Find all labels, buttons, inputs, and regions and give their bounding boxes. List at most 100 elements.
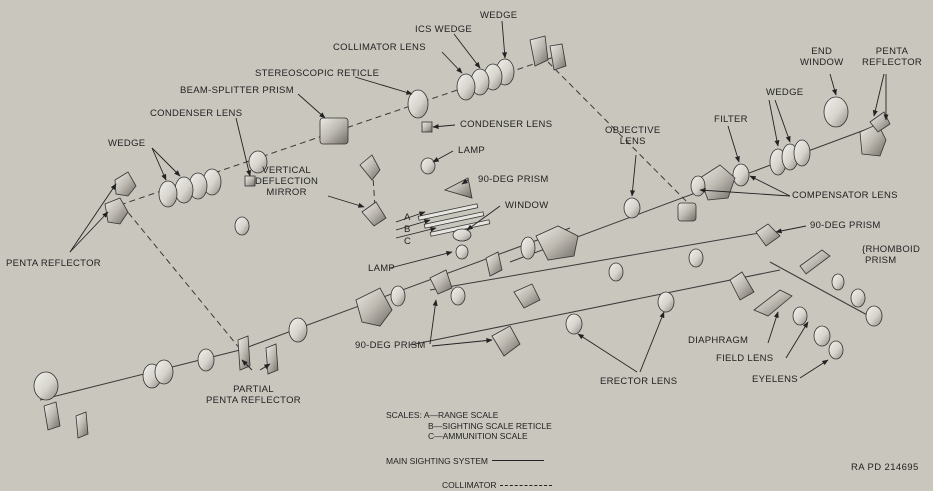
legend-main-row: MAIN SIGHTING SYSTEM bbox=[386, 456, 552, 467]
vertical-deflection-mirror-label: VERTICAL DEFLECTION MIRROR bbox=[255, 165, 319, 198]
lamp-top bbox=[420, 157, 436, 175]
main-prism-left bbox=[355, 287, 393, 327]
scale-plate-a bbox=[417, 203, 479, 221]
lamp-left bbox=[234, 216, 250, 236]
scale-a-label: A bbox=[404, 212, 411, 223]
legend-scale-b: B—SIGHTING SCALE RETICLE bbox=[428, 420, 552, 431]
collimator-lens bbox=[456, 73, 476, 101]
penta-reflector-left-a bbox=[114, 171, 137, 197]
prism-90-bottom bbox=[491, 325, 521, 357]
vertical-deflection-mirror-b bbox=[361, 201, 387, 227]
filter-lens bbox=[732, 163, 750, 187]
collimator-axis-left-drop bbox=[121, 204, 246, 356]
legend: SCALES: A—RANGE SCALE B—SIGHTING SCALE R… bbox=[386, 410, 553, 491]
objective-block bbox=[677, 202, 697, 222]
main-lens-mid bbox=[288, 317, 308, 343]
objective-prism bbox=[535, 225, 579, 261]
window-label: WINDOW bbox=[505, 200, 549, 211]
partial-penta-reflector-label: PARTIAL PENTA REFLECTOR bbox=[206, 384, 301, 406]
collimator-wedge-prism-b bbox=[549, 43, 567, 71]
leader-arrows bbox=[69, 20, 889, 379]
end-window-lens bbox=[823, 96, 849, 128]
vertical-deflection-mirror-a bbox=[359, 154, 381, 181]
partial-penta-reflector-a bbox=[237, 335, 251, 371]
objective-lens bbox=[623, 197, 641, 219]
field-lens bbox=[792, 306, 808, 326]
scale-b-label: B bbox=[404, 224, 411, 235]
reference-number: RA PD 214695 bbox=[851, 462, 919, 473]
prism-90-top-label: 90-DEG PRISM bbox=[478, 174, 549, 185]
rhomboid-prism bbox=[799, 249, 831, 275]
end-window-label: END WINDOW bbox=[800, 46, 844, 68]
far-left-prism-a bbox=[43, 401, 61, 431]
collimator-axes bbox=[119, 54, 691, 356]
rhomboid-prism-label: {RHOMBOID PRISM bbox=[862, 244, 921, 266]
prism-90-bottom-label: 90-DEG PRISM bbox=[355, 340, 426, 351]
diaphragm-plate bbox=[753, 289, 793, 317]
main-lens-far-b bbox=[154, 359, 174, 385]
stereoscopic-reticle-label: STEREOSCOPIC RETICLE bbox=[255, 68, 380, 79]
main-lens-left bbox=[390, 285, 406, 307]
legend-collimator-row: COLLIMATOR bbox=[386, 480, 553, 491]
beam-splitter-prism-label: BEAM-SPLITTER PRISM bbox=[180, 85, 294, 96]
stereoscopic-reticle bbox=[407, 89, 429, 119]
collimator-axis-right-drop bbox=[547, 61, 691, 206]
legend-collimator-label: COLLIMATOR bbox=[442, 480, 497, 490]
prism-90-lens bbox=[450, 286, 466, 306]
filter-label: FILTER bbox=[714, 114, 748, 125]
wedge-left-c bbox=[174, 176, 194, 204]
upper-lens-a bbox=[608, 262, 624, 282]
far-left-lens bbox=[33, 371, 59, 401]
window-lens bbox=[452, 228, 472, 242]
lamp-top-label: LAMP bbox=[458, 145, 486, 156]
eyepiece-lens-c bbox=[865, 305, 883, 327]
main-lens-far-c bbox=[197, 348, 215, 372]
optical-system-diagram bbox=[33, 20, 891, 439]
condenser-lens-mid-label: CONDENSER LENS bbox=[460, 119, 553, 130]
partial-penta-reflector-b bbox=[265, 343, 279, 375]
diaphragm-prism bbox=[729, 271, 755, 301]
legend-scale-c: C—AMMUNITION SCALE bbox=[428, 431, 528, 441]
wedge-right-c bbox=[793, 139, 811, 167]
window-prism bbox=[485, 251, 503, 277]
lower-prism bbox=[513, 283, 541, 309]
eyelens-a bbox=[813, 325, 831, 347]
far-left-prism-b bbox=[75, 411, 89, 439]
condenser-lens-mid bbox=[421, 121, 433, 133]
prism-90-right bbox=[755, 223, 781, 247]
objective-lens-b bbox=[520, 236, 536, 260]
erector-lens-label: ERECTOR LENS bbox=[600, 376, 678, 387]
eyepiece-lens-b bbox=[850, 288, 866, 308]
legend-main-line bbox=[492, 460, 545, 462]
penta-reflector-left-b bbox=[104, 197, 129, 225]
legend-scales-title: SCALES: bbox=[386, 410, 422, 420]
collimator-axis-mirror bbox=[371, 159, 376, 209]
prism-90-top bbox=[443, 177, 473, 199]
legend-main-label: MAIN SIGHTING SYSTEM bbox=[386, 455, 489, 466]
condenser-lens-left-label: CONDENSER LENS bbox=[150, 108, 243, 119]
diagram-stage: PENTA REFLECTOR END WINDOW WEDGE ICS WED… bbox=[6, 10, 923, 490]
eyepiece-lens-a bbox=[831, 273, 845, 291]
eyelens-b bbox=[828, 340, 844, 360]
main-axis-eyepiece bbox=[769, 261, 881, 323]
prism-90-right-label: 90-DEG PRISM bbox=[810, 220, 881, 231]
optical-components bbox=[33, 35, 891, 439]
erector-lens-b bbox=[657, 291, 675, 313]
compensator-lens-label: COMPENSATOR LENS bbox=[792, 190, 898, 201]
main-axis-erector-upper bbox=[429, 231, 766, 291]
beam-splitter-prism bbox=[319, 117, 349, 145]
collimator-wedge-prism bbox=[529, 35, 549, 67]
lamp-bottom-label: LAMP bbox=[368, 263, 396, 274]
wedge-right-label: WEDGE bbox=[766, 87, 804, 98]
scale-c-label: C bbox=[404, 236, 412, 247]
ics-wedge-label: ICS WEDGE bbox=[415, 24, 473, 35]
collimator-lens-label: COLLIMATOR LENS bbox=[333, 42, 426, 53]
wedge-top-label: WEDGE bbox=[480, 10, 518, 21]
legend-scale-a-row: SCALES: A—RANGE SCALE bbox=[386, 410, 552, 421]
lamp-prism bbox=[429, 269, 453, 295]
penta-reflector-left-label: PENTA REFLECTOR bbox=[6, 258, 101, 269]
penta-reflector-right-label: PENTA REFLECTOR bbox=[862, 46, 923, 68]
main-axis-erector bbox=[409, 269, 781, 346]
eyelens-label: EYELENS bbox=[752, 374, 798, 385]
condenser-lens-left-ring bbox=[248, 150, 268, 174]
